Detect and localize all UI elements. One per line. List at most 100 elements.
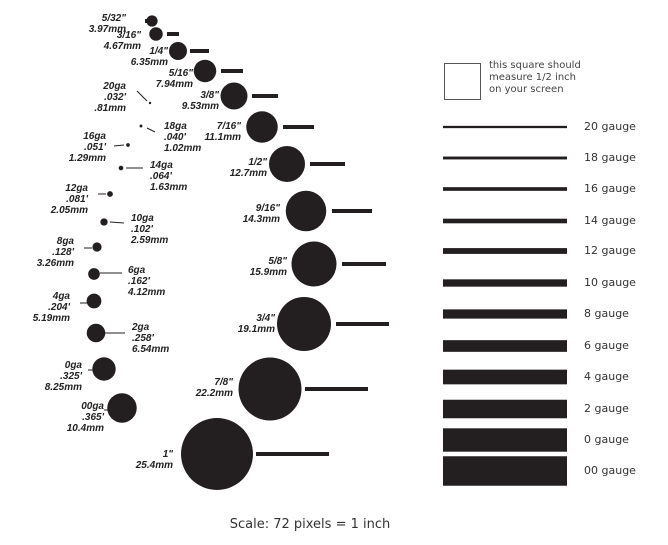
gauge-label-line: 2ga bbox=[132, 322, 150, 333]
gauge-label: 20ga.032'.81mm bbox=[94, 81, 126, 114]
gauge-bar-label: 12 gauge bbox=[584, 244, 636, 257]
plug-circle bbox=[193, 59, 217, 83]
gauge-label-line: 6.54mm bbox=[132, 344, 170, 355]
plug-label-line: 12.7mm bbox=[229, 168, 267, 179]
gauge-label-line: .365' bbox=[82, 412, 104, 423]
gauge-dot bbox=[107, 393, 137, 423]
gauge-label-line: 8.25mm bbox=[44, 382, 82, 393]
gauge-bar bbox=[443, 279, 567, 287]
gauge-dot bbox=[92, 357, 116, 381]
gauge-label-line: 1.63mm bbox=[150, 182, 188, 193]
gauge-bar-label: 20 gauge bbox=[584, 120, 636, 133]
gauge-dot bbox=[86, 293, 102, 309]
calibration-note-line: on your screen bbox=[489, 84, 564, 95]
gauge-bar-label: 6 gauge bbox=[584, 339, 629, 352]
plug-label: 5/16"7.94mm bbox=[156, 68, 193, 90]
plug-label: 1"25.4mm bbox=[136, 449, 173, 471]
plug-circle bbox=[277, 297, 331, 351]
gauge-label-line: .051' bbox=[84, 142, 106, 153]
gauge-bar bbox=[443, 218, 567, 224]
plug-label-line: 6.35mm bbox=[130, 57, 168, 68]
gauge-label: 6ga.162'4.12mm bbox=[128, 265, 165, 298]
gauge-bar-label: 00 gauge bbox=[584, 464, 636, 477]
gauge-label: 10ga.102'2.59mm bbox=[131, 213, 168, 246]
gauge-bar bbox=[443, 428, 567, 452]
gauge-leader-line bbox=[113, 144, 125, 147]
gauge-label-line: 1.02mm bbox=[164, 143, 202, 154]
gauge-dot bbox=[118, 165, 124, 171]
calibration-note-line: this square should bbox=[489, 60, 581, 71]
gauge-bar-label: 10 gauge bbox=[584, 276, 636, 289]
plug-label: 5/8"15.9mm bbox=[250, 256, 287, 278]
plug-circle bbox=[181, 418, 253, 490]
gauge-bar bbox=[443, 156, 567, 160]
gauge-leader-line bbox=[109, 221, 125, 224]
gauge-dot bbox=[86, 323, 106, 343]
plug-label-line: 14.3mm bbox=[242, 214, 280, 225]
gauge-bar bbox=[443, 125, 567, 129]
gauge-label-line: 20ga bbox=[103, 81, 126, 92]
gauge-label-line: .258' bbox=[132, 333, 154, 344]
gauge-dot bbox=[139, 124, 143, 128]
gauge-bar-label: 14 gauge bbox=[584, 214, 636, 227]
gauge-label-line: .204' bbox=[48, 302, 70, 313]
gauge-label-line: .081' bbox=[66, 194, 88, 205]
gauge-bar bbox=[443, 456, 567, 486]
gauge-bar-label: 0 gauge bbox=[584, 433, 629, 446]
plug-circle bbox=[269, 146, 305, 182]
gauge-bar bbox=[443, 187, 567, 191]
plug-label-line: 9/16" bbox=[255, 203, 280, 214]
gauge-bar bbox=[443, 399, 567, 419]
plug-circle bbox=[169, 42, 187, 60]
plug-label: 1/4"6.35mm bbox=[131, 46, 168, 68]
plug-circle bbox=[238, 357, 302, 421]
gauge-bar-label: 8 gauge bbox=[584, 307, 629, 320]
gauge-label-line: 12ga bbox=[65, 183, 88, 194]
gauge-label-line: .102' bbox=[131, 224, 153, 235]
plug-circle bbox=[149, 27, 163, 41]
gauge-label: 4ga.204'5.19mm bbox=[33, 291, 70, 324]
plug-label: 9/16"14.3mm bbox=[243, 203, 280, 225]
gauge-bar bbox=[443, 369, 567, 385]
plug-label-line: 5/16" bbox=[168, 68, 193, 79]
plug-label-line: 22.2mm bbox=[195, 388, 233, 399]
plug-label-line: 7/8" bbox=[214, 377, 233, 388]
plug-label: 7/8"22.2mm bbox=[196, 377, 233, 399]
gauge-bar-label: 16 gauge bbox=[584, 182, 636, 195]
gauge-label-line: 0ga bbox=[64, 360, 82, 371]
gauge-bar bbox=[443, 309, 567, 319]
gauge-leader-line bbox=[136, 90, 148, 102]
plug-label-line: 9.53mm bbox=[181, 101, 219, 112]
gauge-label: 14ga.064'1.63mm bbox=[150, 160, 187, 193]
gauge-label-line: 1.29mm bbox=[68, 153, 106, 164]
plug-label-line: 25.4mm bbox=[135, 460, 173, 471]
gauge-label-line: 4.12mm bbox=[128, 287, 166, 298]
gauge-label-line: 4ga bbox=[52, 291, 70, 302]
plug-circle bbox=[146, 15, 158, 27]
gauge-leader-line bbox=[146, 127, 156, 133]
gauge-label-line: 2.59mm bbox=[131, 235, 169, 246]
gauge-label-line: 10ga bbox=[131, 213, 154, 224]
gauge-label-line: .064' bbox=[150, 171, 172, 182]
gauge-label-line: .81mm bbox=[94, 103, 126, 114]
gauge-label-line: .325' bbox=[60, 371, 82, 382]
plug-label-line: 11.1mm bbox=[204, 132, 241, 143]
plug-label-line: 7/16" bbox=[216, 121, 241, 132]
plug-label-line: 3.97mm bbox=[88, 24, 126, 35]
gauge-dot bbox=[148, 101, 152, 105]
gauge-label-line: 14ga bbox=[150, 160, 173, 171]
gauge-dot bbox=[100, 218, 108, 226]
plug-label-line: 3/8" bbox=[200, 90, 219, 101]
gauge-bar-label: 4 gauge bbox=[584, 370, 629, 383]
plug-label: 5/32"3.97mm bbox=[89, 13, 126, 35]
gauge-label: 2ga.258'6.54mm bbox=[132, 322, 169, 355]
gauge-bar-label: 18 gauge bbox=[584, 151, 636, 164]
gauge-label-line: 3.26mm bbox=[36, 258, 74, 269]
plug-label: 7/16"11.1mm bbox=[204, 121, 241, 143]
calibration-note: this square should measure 1/2 inch on y… bbox=[489, 60, 609, 96]
plug-label: 3/4"19.1mm bbox=[238, 313, 275, 335]
plug-label: 1/2"12.7mm bbox=[230, 157, 267, 179]
scale-caption: Scale: 72 pixels = 1 inch bbox=[229, 517, 391, 532]
